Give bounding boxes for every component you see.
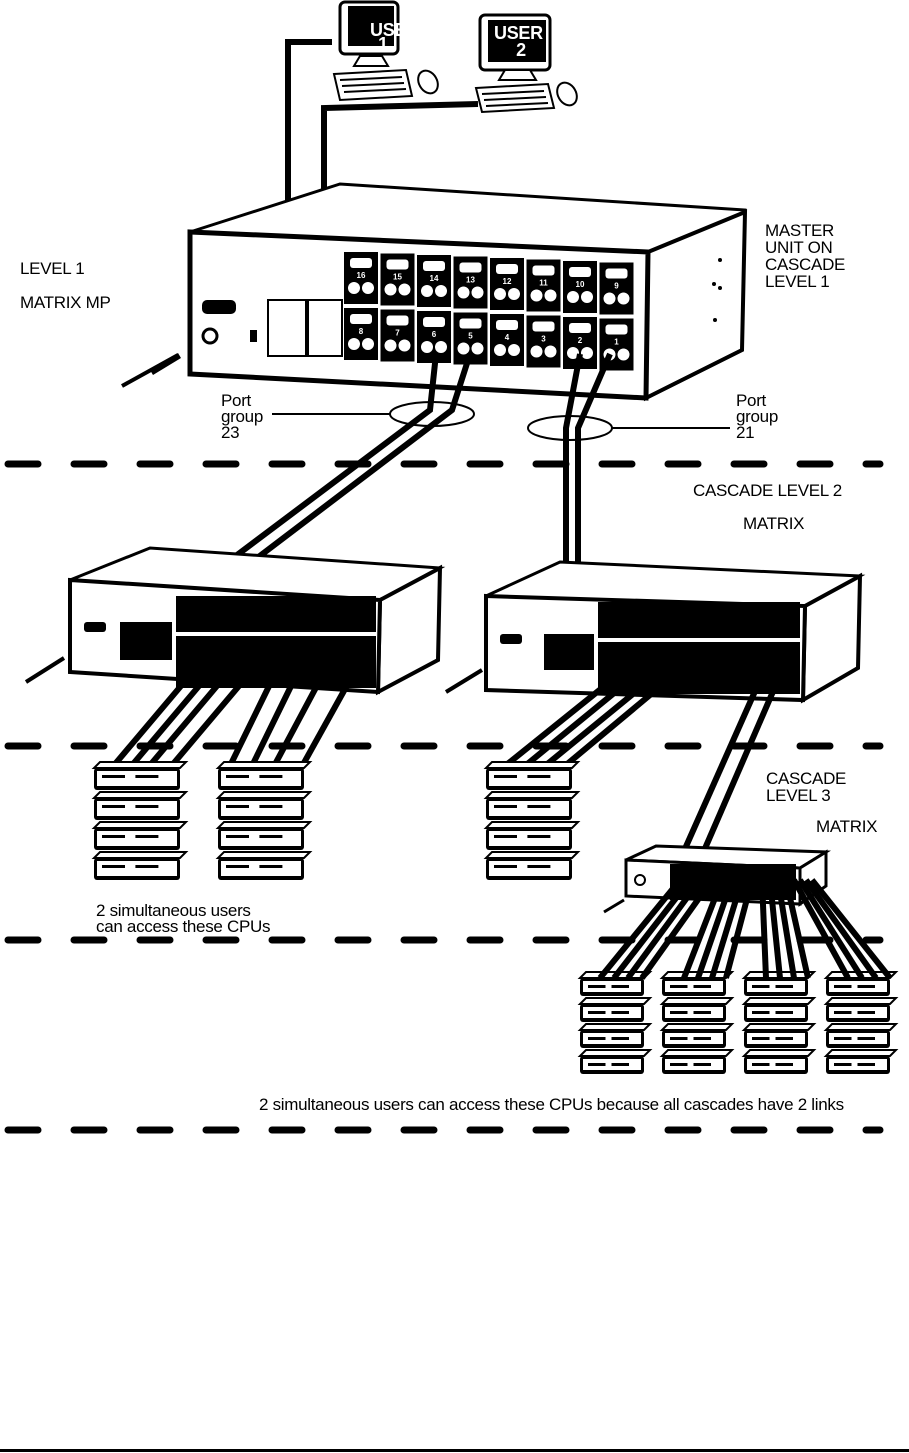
port-9: 9 xyxy=(599,262,634,315)
port-number-label: 13 xyxy=(466,276,475,285)
level-2-device: MATRIX xyxy=(743,514,805,533)
level-2-cpu-note-line-2: can access these CPUs xyxy=(96,917,271,936)
master-port-grid: 16 15 14 13 12 11 10 9 8 7 6 5 4 3 2 1 xyxy=(344,252,634,371)
cpu-icon xyxy=(659,997,735,1022)
level-1-device: MATRIX MP xyxy=(20,293,111,312)
port-number-label: 10 xyxy=(576,280,585,289)
port-group-23-line-3: 23 xyxy=(221,423,240,442)
user-2-label: USER xyxy=(494,23,543,43)
port-10: 10 xyxy=(563,261,597,313)
cpu-icon xyxy=(823,971,899,996)
port-7: 7 xyxy=(380,309,415,362)
level-2-cpu-note-line-1: 2 simultaneous users xyxy=(96,901,251,920)
cpu-icon xyxy=(577,997,653,1022)
cpu-icon xyxy=(741,1023,817,1048)
level-2-matrix-left xyxy=(68,546,446,696)
cpu-icon xyxy=(577,1023,653,1048)
level-2-matrix-right xyxy=(484,560,866,704)
port-number-label: 14 xyxy=(430,274,439,283)
port-number-label: 6 xyxy=(432,330,437,339)
port-group-21-line-2: group xyxy=(736,407,778,426)
cpu-icon xyxy=(483,761,581,790)
user-1-number: 1 xyxy=(378,34,388,54)
cpu-stack-l3-b xyxy=(659,971,735,1074)
port-number-label: 4 xyxy=(505,333,510,342)
port-number-label: 3 xyxy=(541,335,546,344)
port-4: 4 xyxy=(490,314,524,366)
master-note-line-3: CASCADE xyxy=(765,255,846,274)
cpu-stack-l3-d xyxy=(823,971,899,1074)
user-2-workstation xyxy=(474,13,578,114)
cpu-stack-l2-b xyxy=(215,761,313,880)
cpu-icon xyxy=(659,1023,735,1048)
cpu-icon xyxy=(741,997,817,1022)
cpu-icon xyxy=(659,1049,735,1074)
level-2-left-cpu-cables xyxy=(107,678,353,772)
port-8: 8 xyxy=(344,308,378,360)
port-number-label: 15 xyxy=(393,273,402,282)
port-16: 16 xyxy=(344,252,378,304)
port-number-label: 16 xyxy=(357,271,366,280)
level-3-cpu-cables xyxy=(597,878,893,980)
cpu-icon xyxy=(823,1049,899,1074)
master-note-line-4: LEVEL 1 xyxy=(765,272,830,291)
cpu-icon xyxy=(215,791,313,820)
cpu-icon xyxy=(215,851,313,880)
user-2-number: 2 xyxy=(516,40,526,60)
cpu-icon xyxy=(741,1049,817,1074)
port-number-label: 8 xyxy=(359,327,364,336)
port-number-label: 5 xyxy=(468,332,473,341)
port-group-23-line-1: Port xyxy=(221,391,251,410)
port-11: 11 xyxy=(526,259,561,312)
cpu-stacks xyxy=(91,761,899,1074)
port-2: 2 xyxy=(563,317,597,369)
level-3-title-line-2: LEVEL 3 xyxy=(766,786,831,805)
port-number-label: 9 xyxy=(614,282,619,291)
cpu-icon xyxy=(823,997,899,1022)
cpu-icon xyxy=(483,791,581,820)
cpu-icon xyxy=(577,1049,653,1074)
port-number-label: 12 xyxy=(503,277,512,286)
cpu-stack-l2-c xyxy=(483,761,581,880)
cpu-icon xyxy=(741,971,817,996)
cpu-icon xyxy=(823,1023,899,1048)
level-3-device: MATRIX xyxy=(816,817,878,836)
level-1-title: LEVEL 1 xyxy=(20,259,85,278)
cpu-icon xyxy=(215,761,313,790)
cpu-icon xyxy=(91,851,189,880)
port-12: 12 xyxy=(490,258,524,310)
cpu-stack-l2-a xyxy=(91,761,189,880)
user-1-label: USER xyxy=(370,20,419,40)
port-number-label: 7 xyxy=(395,329,400,338)
port-13: 13 xyxy=(453,256,488,309)
port-number-label: 2 xyxy=(578,336,583,345)
master-note-line-2: UNIT ON xyxy=(765,238,833,257)
level-3-cpu-note: 2 simultaneous users can access these CP… xyxy=(259,1095,844,1114)
page-bottom-rule xyxy=(0,1449,909,1452)
port-group-21-line-3: 21 xyxy=(736,423,755,442)
master-matrix-unit: 16 15 14 13 12 11 10 9 8 7 6 5 4 3 2 1 xyxy=(187,182,748,402)
port-number-label: 1 xyxy=(614,338,619,347)
cpu-icon xyxy=(483,851,581,880)
port-15: 15 xyxy=(380,253,415,306)
user-1-workstation xyxy=(332,0,439,102)
port-14: 14 xyxy=(417,255,451,307)
cpu-icon xyxy=(215,821,313,850)
cpu-icon xyxy=(91,791,189,820)
cpu-stack-l3-a xyxy=(577,971,653,1074)
cpu-icon xyxy=(91,761,189,790)
level-3-title-line-1: CASCADE xyxy=(766,769,847,788)
level-2-right-cpu-cables xyxy=(498,677,781,862)
port-group-23-line-2: group xyxy=(221,407,263,426)
master-note-line-1: MASTER xyxy=(765,221,835,240)
cpu-stack-l3-c xyxy=(741,971,817,1074)
port-number-label: 11 xyxy=(539,279,548,288)
level-2-title: CASCADE LEVEL 2 xyxy=(693,481,842,500)
cpu-icon xyxy=(483,821,581,850)
port-group-21-line-1: Port xyxy=(736,391,766,410)
cpu-icon xyxy=(91,821,189,850)
port-3: 3 xyxy=(526,315,561,368)
